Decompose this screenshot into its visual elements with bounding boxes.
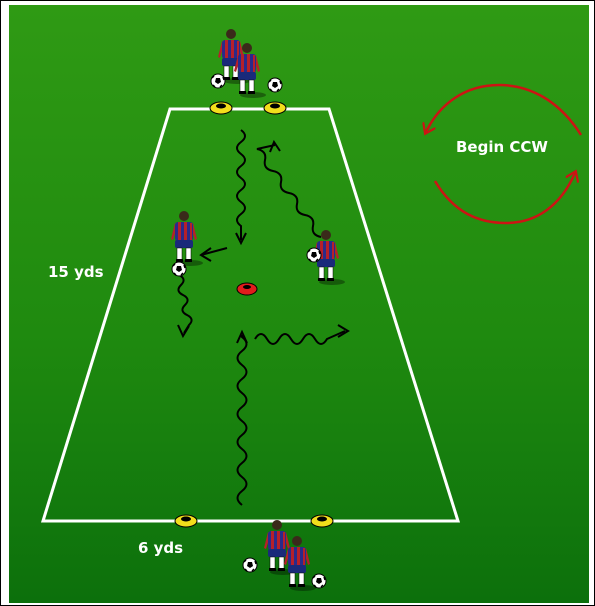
ball-icon (171, 261, 187, 277)
cone-icon (310, 514, 334, 528)
dribble-path-arrow (254, 330, 346, 345)
begin-ccw-label: Begin CCW (456, 138, 548, 156)
ball-icon (311, 573, 327, 589)
cone-icon (209, 101, 233, 115)
width-label: 6 yds (138, 539, 184, 557)
cone-icon (174, 514, 198, 528)
ball-icon (242, 557, 258, 573)
dribble-path-arrow (256, 144, 322, 238)
ball-icon (306, 247, 322, 263)
field-diagram (9, 5, 589, 603)
dribble-path-arrow (236, 129, 246, 240)
cone-icon (263, 101, 287, 115)
length-label: 15 yds (48, 263, 104, 281)
cone-icon (236, 282, 258, 296)
ball-icon (267, 77, 283, 93)
ball-icon (210, 73, 226, 89)
dribble-path-arrow (236, 335, 248, 506)
dribble-path-arrow (177, 274, 193, 334)
grass-background (9, 5, 589, 603)
rotation-arrow (426, 83, 583, 225)
